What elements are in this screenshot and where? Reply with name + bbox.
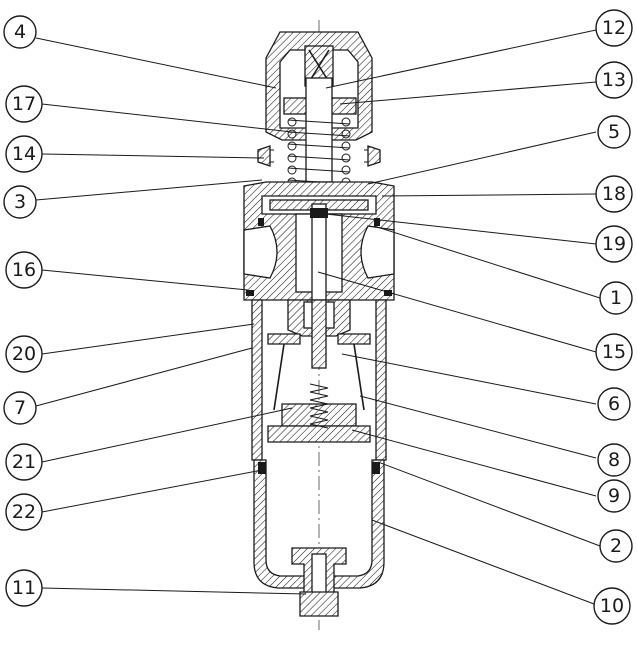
svg-text:9: 9 — [608, 485, 620, 507]
leader-17 — [41, 103, 293, 133]
svg-text:11: 11 — [12, 577, 36, 599]
leader-13 — [339, 81, 597, 105]
leader-lines — [35, 29, 601, 605]
leader-11 — [41, 587, 307, 595]
svg-text:16: 16 — [12, 259, 36, 281]
callout-5: 5 — [597, 115, 631, 149]
callout-15: 15 — [595, 333, 633, 371]
svg-text:22: 22 — [12, 501, 36, 523]
svg-text:7: 7 — [14, 397, 26, 419]
callout-4: 4 — [3, 15, 37, 49]
svg-text:10: 10 — [600, 595, 624, 617]
callout-9: 9 — [597, 479, 631, 513]
svg-text:8: 8 — [608, 449, 620, 471]
callout-1: 1 — [599, 281, 633, 315]
callout-10: 10 — [593, 587, 631, 625]
callout-8: 8 — [597, 443, 631, 477]
svg-text:4: 4 — [14, 21, 26, 43]
leader-16 — [41, 269, 249, 291]
filter-bowl — [251, 299, 387, 461]
leader-3 — [35, 179, 263, 201]
leader-1 — [373, 225, 601, 299]
callouts: 4 17 14 3 16 20 7 21 22 11 12 13 5 18 19… — [3, 9, 633, 625]
callout-2: 2 — [599, 529, 633, 563]
svg-text:14: 14 — [12, 143, 36, 165]
svg-text:20: 20 — [12, 343, 36, 365]
svg-text:3: 3 — [14, 191, 26, 213]
callout-18: 18 — [595, 175, 633, 213]
callout-20: 20 — [5, 335, 43, 373]
svg-text:6: 6 — [608, 393, 620, 415]
svg-text:15: 15 — [602, 341, 626, 363]
leader-4 — [35, 37, 277, 89]
svg-text:12: 12 — [602, 17, 626, 39]
callout-22: 22 — [5, 493, 43, 531]
callout-12: 12 — [595, 9, 633, 47]
callout-16: 16 — [5, 251, 43, 289]
callout-7: 7 — [3, 391, 37, 425]
svg-text:18: 18 — [602, 183, 626, 205]
svg-text:5: 5 — [608, 121, 620, 143]
callout-6: 6 — [597, 387, 631, 421]
leader-22 — [41, 469, 263, 513]
svg-text:1: 1 — [610, 287, 622, 309]
callout-21: 21 — [5, 443, 43, 481]
svg-text:13: 13 — [602, 69, 626, 91]
svg-text:17: 17 — [12, 93, 36, 115]
leader-10 — [371, 519, 595, 605]
leader-9 — [351, 429, 597, 497]
callout-11: 11 — [5, 569, 43, 607]
callout-17: 17 — [5, 85, 43, 123]
lower-bowl — [253, 459, 385, 617]
leader-21 — [41, 407, 293, 463]
callout-3: 3 — [3, 185, 37, 219]
svg-text:21: 21 — [12, 451, 36, 473]
leader-12 — [325, 29, 597, 89]
leader-18 — [381, 193, 597, 197]
svg-text:2: 2 — [610, 535, 622, 557]
callout-13: 13 — [595, 61, 633, 99]
main-body — [243, 181, 395, 313]
leader-7 — [35, 347, 253, 407]
leader-19 — [325, 213, 597, 245]
leader-6 — [341, 353, 597, 405]
spring-assembly — [283, 77, 357, 187]
svg-text:19: 19 — [602, 233, 626, 255]
callout-19: 19 — [595, 225, 633, 263]
leader-15 — [317, 271, 597, 353]
leader-20 — [41, 323, 255, 355]
leader-2 — [377, 461, 601, 547]
callout-14: 14 — [5, 135, 43, 173]
leader-5 — [367, 131, 597, 185]
leader-8 — [359, 395, 597, 459]
leader-14 — [41, 153, 265, 159]
